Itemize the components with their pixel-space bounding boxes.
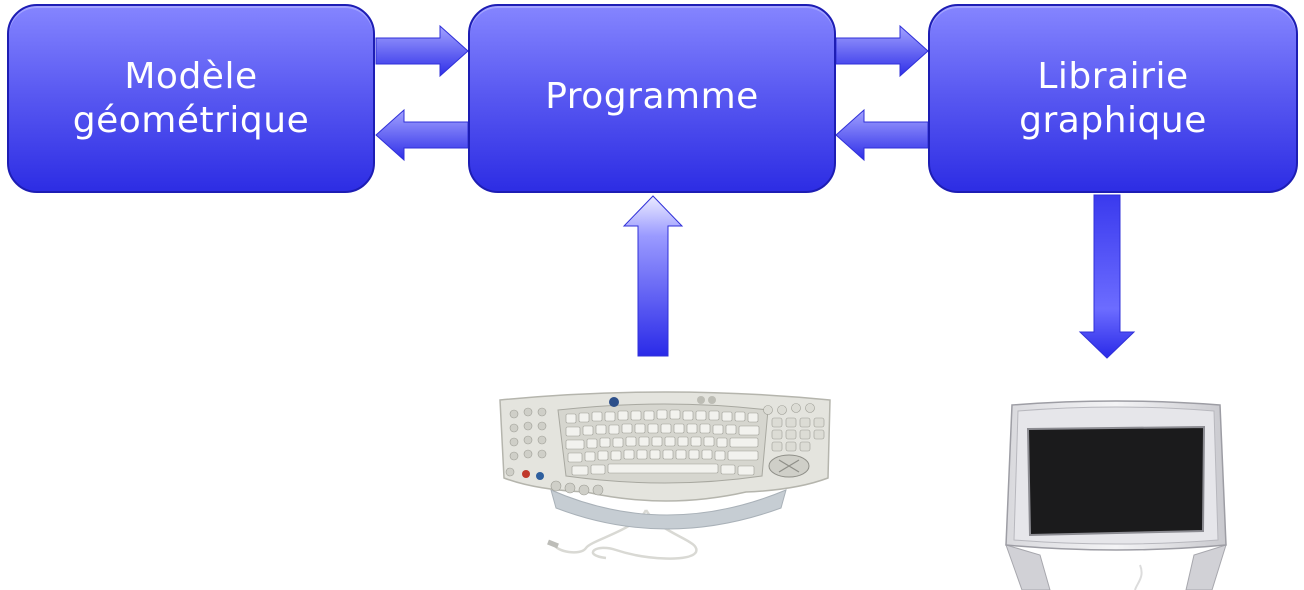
arrow-model-to-program [375,24,469,78]
arrow-keyboard-to-program [622,195,684,357]
program-label: Programme [545,75,759,117]
geometric-model-box: Modèle géométrique [7,4,375,193]
monitor-icon [1005,400,1227,590]
geometric-model-label: Modèle géométrique [72,55,310,141]
graphics-library-label: Librairie graphique [1019,55,1207,141]
program-box: Programme [468,4,836,193]
arrow-library-to-program [835,108,929,162]
arrow-program-to-model [375,108,469,162]
arrow-program-to-library [835,24,929,78]
arrow-library-to-screen [1078,194,1136,359]
keyboard-icon [499,391,831,560]
graphics-library-box: Librairie graphique [928,4,1298,193]
